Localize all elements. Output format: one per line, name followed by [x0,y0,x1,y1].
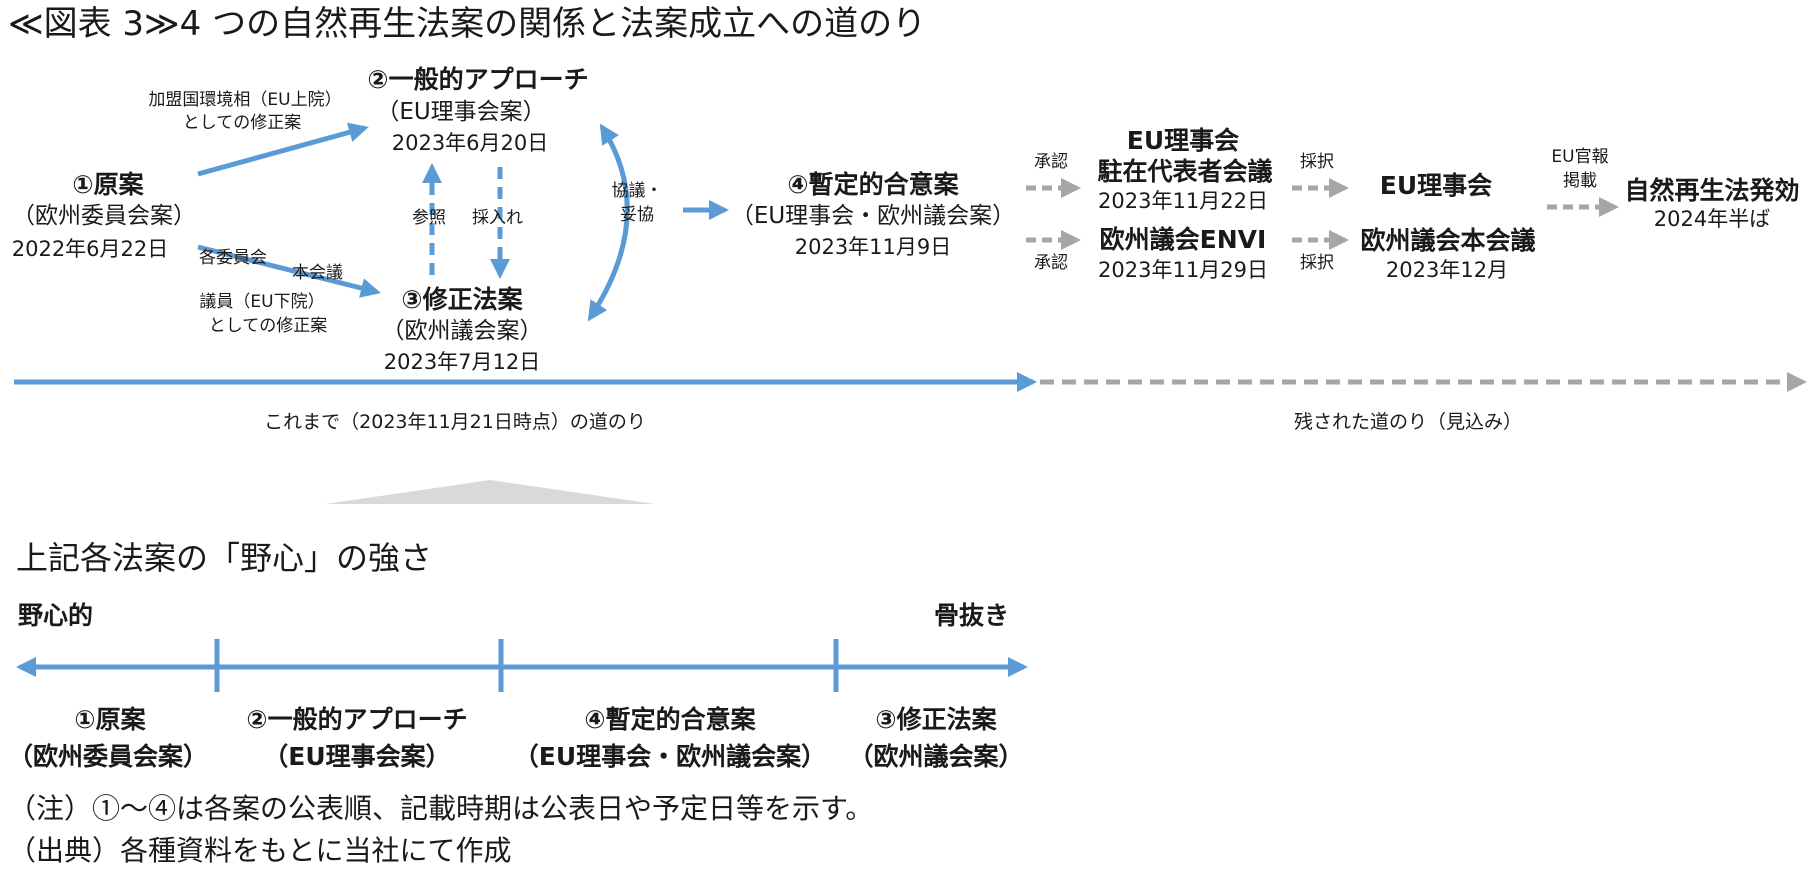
label-oj-2: 掲載 [1563,171,1597,191]
ambition-right-label: 骨抜き [934,601,1010,630]
node-plenary-date: 2023年12月 [1385,258,1509,282]
arrow-original-to-general [197,122,369,177]
node-envi-name: 欧州議会ENVI [1099,225,1267,254]
node-envi-date: 2023年11月29日 [1098,258,1268,282]
node-provisional-date: 2023年11月9日 [794,235,952,259]
page-title: ≪図表 3≫4 つの自然再生法案の関係と法案成立への道のり [8,4,927,44]
ambition-item-2-sub: （EU理事会案） [263,742,451,771]
label-approve-bottom: 承認 [1034,253,1068,273]
node-amendment-name: ③修正法案 [401,285,523,314]
node-coreper-name-2: 駐在代表者会議 [1097,157,1273,186]
ambition-item-3-sub: （EU理事会・欧州議会案） [513,742,827,771]
node-original-sub: （欧州委員会案） [12,203,196,229]
label-reference: 参照 [412,208,446,228]
label-minister-1: 加盟国環境相（EU上院） [148,90,342,110]
label-approve-top: 承認 [1034,152,1068,172]
label-minister-2: としての修正案 [182,113,302,133]
label-mep-1: 議員（EU下院） [199,292,325,312]
node-amendment-date: 2023年7月12日 [383,350,541,374]
node-plenary-name: 欧州議会本会議 [1360,226,1536,255]
node-original-name: ①原案 [72,170,144,199]
ambition-heading: 上記各法案の「野心」の強さ [16,539,433,577]
node-general-sub: （EU理事会案） [376,99,546,125]
label-plenary-short: 本会議 [292,263,343,283]
node-amendment-sub: （欧州議会案） [381,318,543,344]
ambition-item-1-name: ①原案 [74,705,146,734]
arrow-original-to-amendment [197,244,381,298]
node-council-name: EU理事会 [1379,171,1493,200]
ambition-item-2-name: ②一般的アプローチ [246,705,468,734]
pointer-triangle [325,480,655,504]
node-provisional-name: ④暫定的合意案 [787,170,959,199]
node-coreper-name-1: EU理事会 [1126,126,1240,155]
ambition-left-label: 野心的 [18,601,94,630]
ambition-item-4-sub: （欧州議会案） [848,742,1024,771]
node-general-name: ②一般的アプローチ [367,65,589,94]
timeline-future-label: 残された道のり（見込み） [1293,411,1523,433]
node-coreper-date: 2023年11月22日 [1098,189,1268,213]
node-general-date: 2023年6月20日 [391,131,549,155]
label-adopt-bottom: 採択 [1300,253,1334,273]
label-oj-1: EU官報 [1551,147,1609,167]
note-text: （注）①〜④は各案の公表順、記載時期は公表日や予定日等を示す。 [8,792,874,825]
node-final-name: 自然再生法発効 [1624,176,1800,205]
label-committee: 各委員会 [199,248,267,268]
label-adopt-top: 採択 [1300,152,1334,172]
node-final-date: 2024年半ば [1653,207,1771,231]
label-adopt-in: 採入れ [472,208,523,228]
node-original-date: 2022年6月22日 [11,237,169,261]
label-mep-2: としての修正案 [208,316,328,336]
label-negotiate-2: 妥協 [620,205,654,225]
node-provisional-sub: （EU理事会・欧州議会案） [730,203,1016,229]
source-text: （出典）各種資料をもとに当社にて作成 [8,834,512,867]
ambition-item-1-sub: （欧州委員会案） [7,742,209,771]
ambition-item-4-name: ③修正法案 [875,705,997,734]
timeline-past-label: これまで（2023年11月21日時点）の道のり [264,411,646,433]
ambition-item-3-name: ④暫定的合意案 [584,705,756,734]
arrow-negotiation [587,123,630,322]
label-negotiate-1: 協議・ [611,181,663,201]
